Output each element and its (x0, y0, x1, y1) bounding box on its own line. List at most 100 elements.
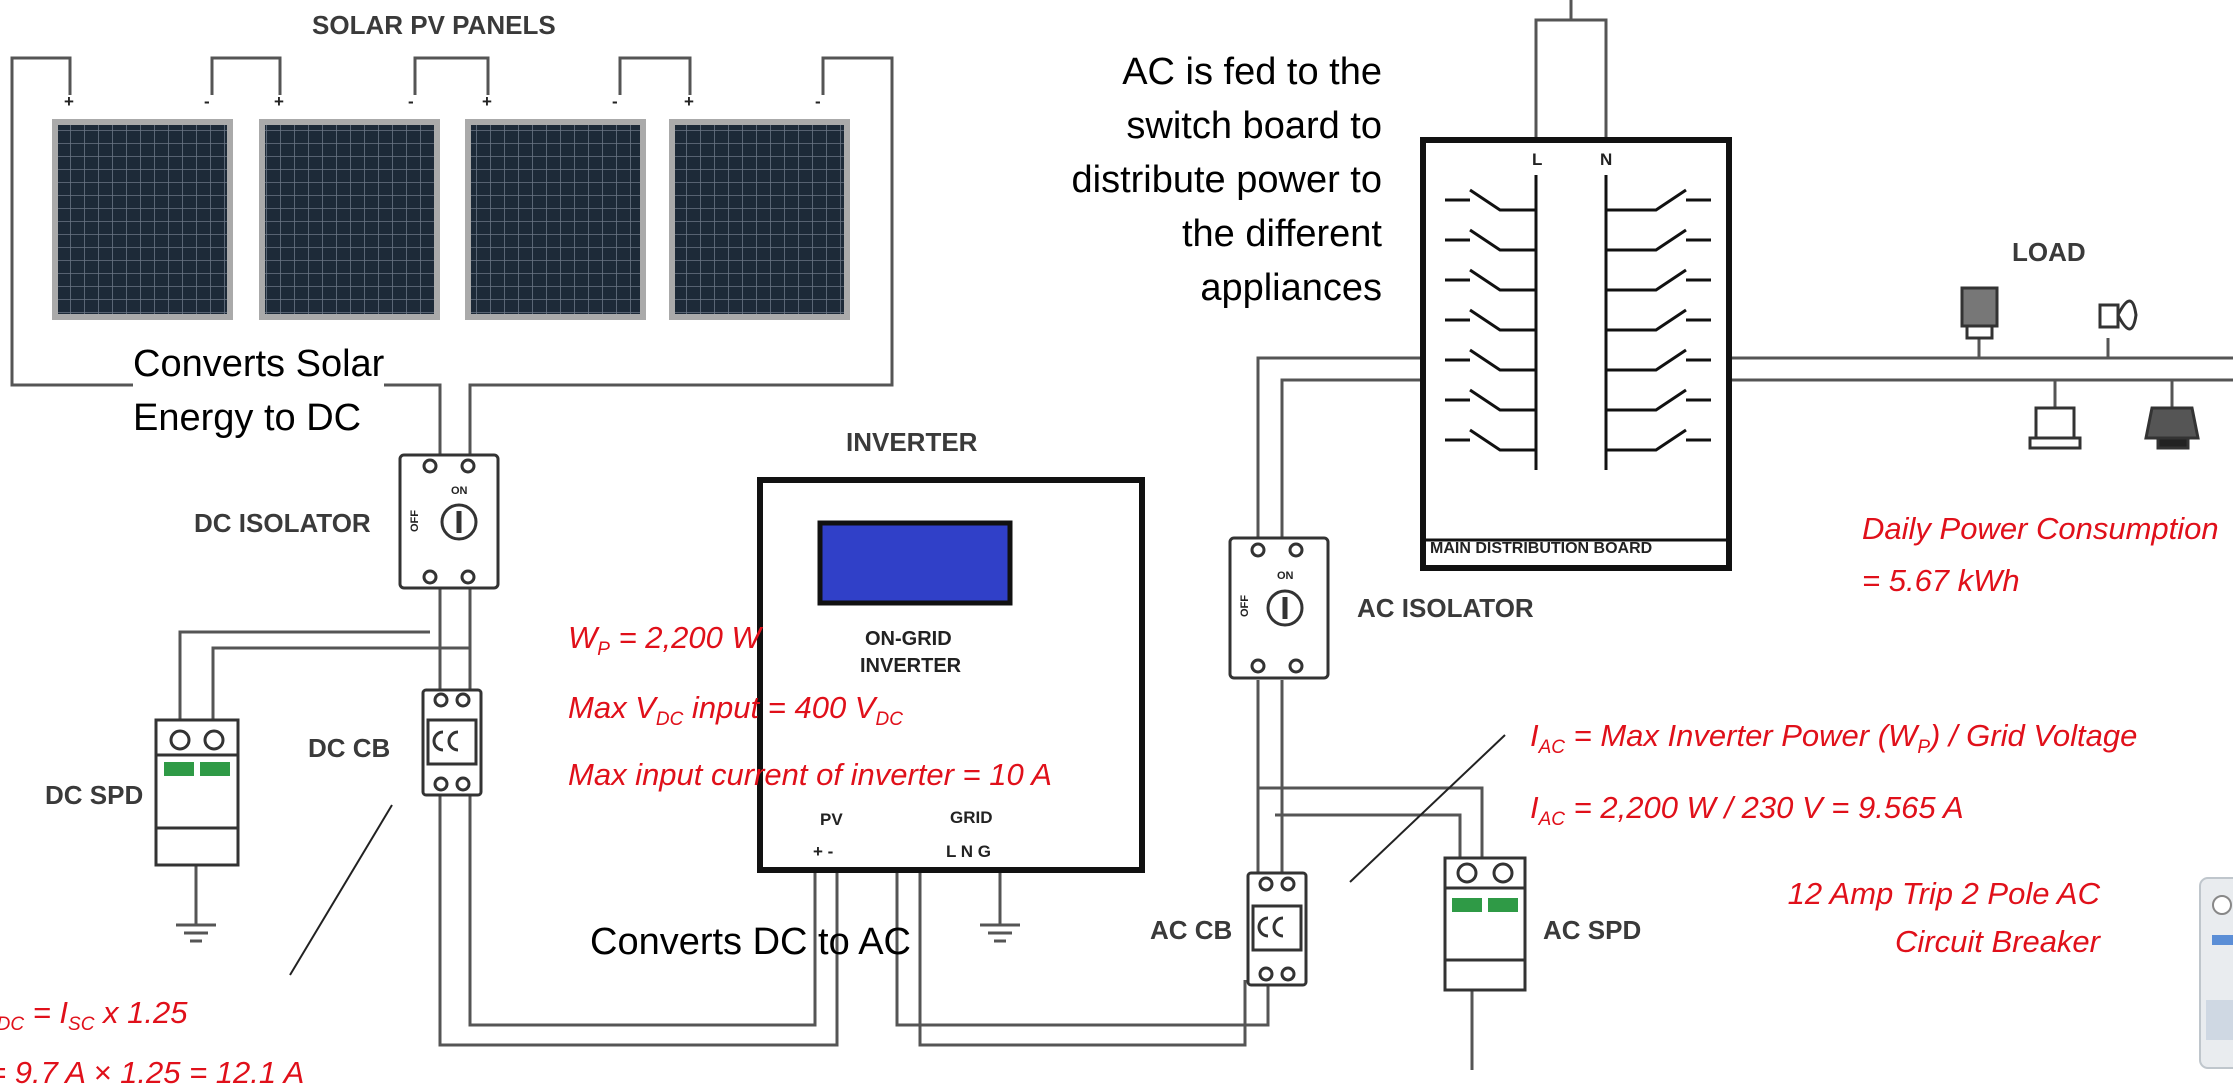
load-label: LOAD (2012, 237, 2086, 267)
converts-dc-ac-note: Converts DC to AC (590, 921, 911, 963)
maxv-sub1: DC (655, 709, 684, 731)
iac1-sub1: AC (1538, 737, 1566, 759)
panel3-plus: + (482, 92, 492, 111)
idc-result-text: = 9.7 A × 1.25 = 12.1 A (0, 1055, 305, 1090)
mdb-breaker-symbol (1606, 268, 1711, 292)
ac-fed-line2: switch board to (1126, 105, 1382, 147)
mdb-breaker-symbol (1445, 388, 1536, 412)
ac-fed-note: AC is fed to the switch board to distrib… (1000, 45, 1383, 315)
max-vdc-text: Max VDC input = 400 VDC (568, 690, 903, 731)
pv-terminal-label: PV (820, 810, 843, 829)
solar-panel-2 (259, 119, 440, 320)
main-distribution-board (1420, 137, 1732, 571)
breaker-line1: 12 Amp Trip 2 Pole AC (1787, 876, 2100, 911)
mdb-breaker-symbol (1445, 308, 1536, 332)
maxv-value: input = 400 V (683, 690, 876, 725)
idc-sub1: DC (0, 1014, 25, 1036)
ac-circuit-breaker (1246, 871, 1308, 987)
ac-fed-line1: AC is fed to the (1122, 51, 1382, 93)
consumption-note: Daily Power Consumption = 5.67 kWh (1862, 503, 2219, 607)
iac2-symbol: I (1530, 790, 1539, 825)
dc-circuit-breaker (421, 688, 483, 797)
iac1-sub2: P (1917, 737, 1930, 759)
ac-spd-label: AC SPD (1543, 915, 1642, 945)
ac-fed-line3: distribute power to (1071, 159, 1383, 201)
wp-value: = 2,200 W (609, 620, 761, 655)
ac-cb-label: AC CB (1150, 915, 1233, 945)
panel2-minus: - (408, 92, 414, 111)
panel3-minus: - (612, 92, 618, 111)
ac-surge-protector (1443, 856, 1527, 992)
idc-body: = I (24, 995, 69, 1030)
idc-tail: x 1.25 (94, 995, 188, 1030)
iac2-sub: AC (1538, 809, 1566, 831)
converts-solar-line1: Converts Solar (133, 343, 385, 385)
consumption-line1: Daily Power Consumption (1862, 511, 2219, 546)
dc-isolator-on: ON (451, 485, 468, 497)
iac-result-text: IAC = 2,200 W / 230 V = 9.565 A (1530, 790, 1964, 831)
grid-terminals: L N G (946, 842, 992, 861)
iac1-symbol: I (1530, 718, 1539, 753)
breaker-line2: Circuit Breaker (1895, 924, 2100, 959)
ac-isolator-off: OFF (1239, 595, 1251, 617)
peak-power-text: WP = 2,200 W (568, 620, 761, 661)
wp-symbol: W (568, 620, 598, 655)
dc-isolator (398, 453, 500, 590)
ac-fed-line4: the different (1181, 213, 1382, 255)
idc-formula-text: IDC = ISC x 1.25 (0, 995, 188, 1036)
dc-isolator-off: OFF (409, 510, 421, 532)
inverter-type-line2: INVERTER (860, 655, 962, 677)
dc-isolator-label: DC ISOLATOR (194, 508, 371, 538)
mdb-breaker-symbol (1606, 188, 1711, 212)
dc-surge-protector (154, 718, 240, 867)
converts-solar-note: Converts Solar Energy to DC (133, 337, 385, 445)
load-appliances (1960, 286, 2200, 450)
mdb-l-label: L (1532, 150, 1543, 169)
inverter-box (757, 477, 1145, 873)
solar-panels-label: SOLAR PV PANELS (312, 10, 556, 40)
iac1-body: = Max Inverter Power (W (1565, 718, 1918, 753)
ac-isolator-on: ON (1277, 570, 1294, 582)
mdb-breaker-symbol (1606, 308, 1711, 332)
maxv-prefix: Max V (568, 690, 656, 725)
ac-isolator-label: AC ISOLATOR (1357, 593, 1534, 623)
panel2-plus: + (274, 92, 284, 111)
mdb-breaker-symbol (1606, 388, 1711, 412)
mdb-breaker-symbol (1445, 188, 1536, 212)
mdb-breaker-symbol (1606, 428, 1711, 452)
mdb-breaker-symbol (1445, 228, 1536, 252)
panel1-minus: - (204, 92, 210, 111)
idc-sub2: SC (68, 1014, 95, 1036)
converts-solar-line2: Energy to DC (133, 397, 362, 439)
breaker-rating-note: 12 Amp Trip 2 Pole AC Circuit Breaker (1720, 870, 2100, 966)
dc-cb-label: DC CB (308, 733, 391, 763)
mdb-breaker-symbol (1445, 428, 1536, 452)
ac-fed-line5: appliances (1200, 267, 1382, 309)
mdb-breaker-symbol (1606, 348, 1711, 372)
ac-isolator (1228, 536, 1330, 680)
grid-terminal-label: GRID (950, 808, 993, 827)
iac-formula-text: IAC = Max Inverter Power (WP) / Grid Vol… (1530, 718, 2137, 759)
maxv-sub2: DC (875, 709, 903, 731)
mdb-label: MAIN DISTRIBUTION BOARD (1430, 540, 1653, 557)
mdb-breaker-symbol (1606, 228, 1711, 252)
pv-terminals: + - (813, 842, 834, 861)
wp-subscript: P (597, 639, 610, 661)
mdb-breaker-symbol (1445, 268, 1536, 292)
inverter-label: INVERTER (846, 427, 978, 457)
solar-panel-4 (669, 119, 850, 320)
panel4-plus: + (684, 92, 694, 111)
iac2-value: = 2,200 W / 230 V = 9.565 A (1565, 790, 1964, 825)
panel1-plus: + (64, 92, 74, 111)
iac1-tail: ) / Grid Voltage (1930, 718, 2138, 753)
mdb-n-label: N (1600, 150, 1613, 169)
dc-spd-label: DC SPD (45, 780, 144, 810)
solar-panel-1 (52, 119, 233, 320)
max-input-current-text: Max input current of inverter = 10 A (568, 757, 1052, 792)
circuit-breaker-photo (2199, 877, 2233, 1069)
inverter-type-line1: ON-GRID (865, 628, 952, 650)
solar-panel-3 (465, 119, 646, 320)
consumption-line2: = 5.67 kWh (1862, 563, 2020, 598)
mdb-breaker-symbol (1445, 348, 1536, 372)
